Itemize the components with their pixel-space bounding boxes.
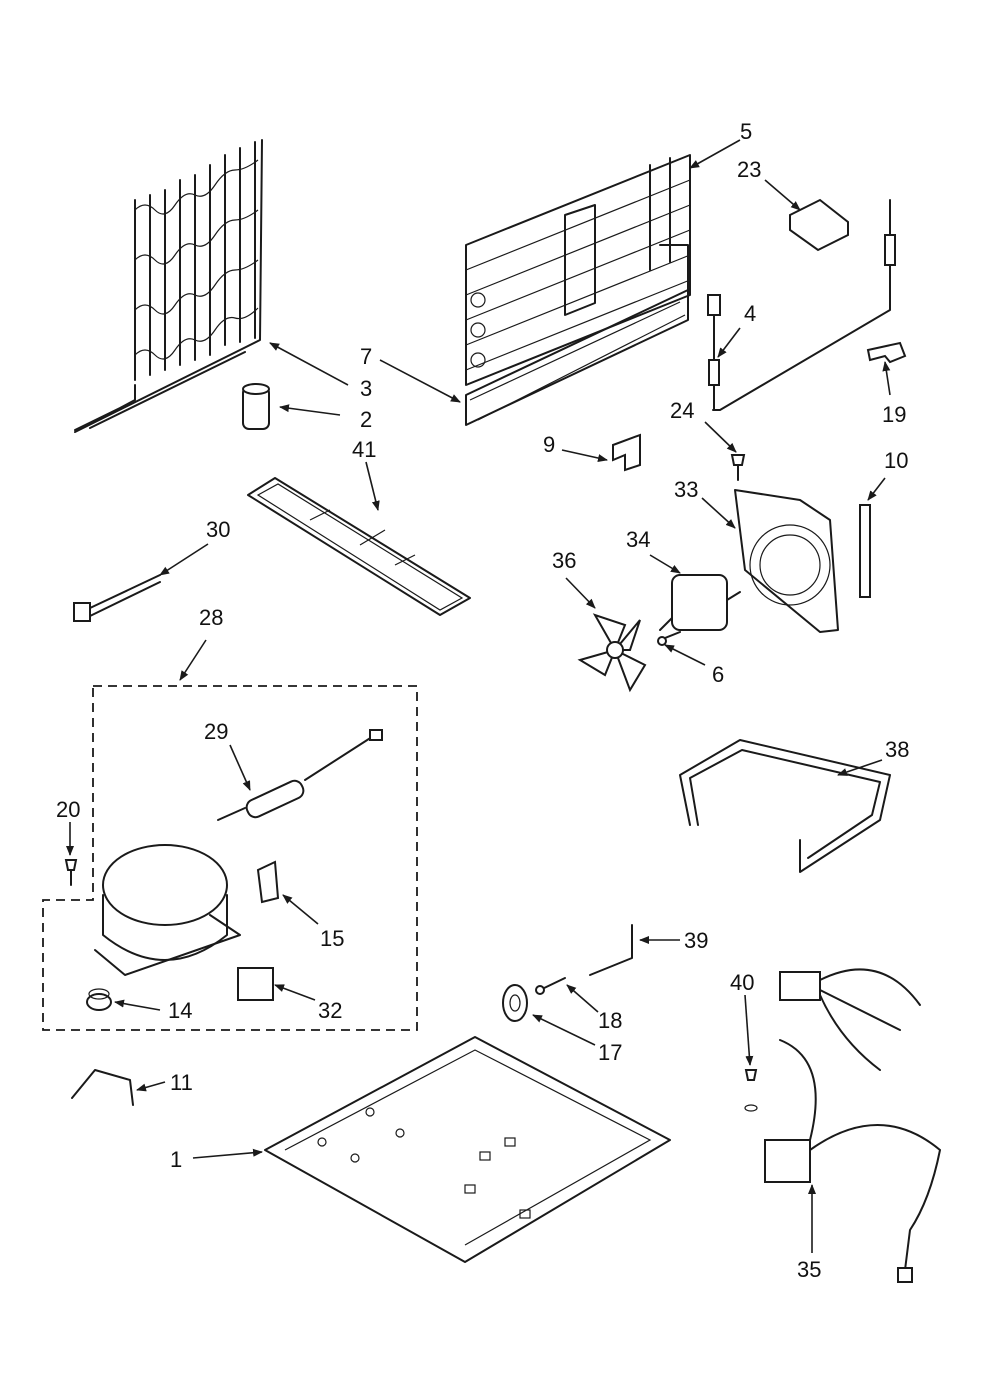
clip-part <box>866 341 907 364</box>
insulation-pad-part <box>789 198 849 252</box>
callout-17: 17 <box>598 1040 622 1065</box>
leader-lines <box>66 139 891 1253</box>
wire-harness-part <box>764 968 941 1283</box>
callout-41: 41 <box>352 437 376 462</box>
callout-6: 6 <box>712 662 724 687</box>
relay-part <box>256 860 280 904</box>
callout-39: 39 <box>684 928 708 953</box>
water-tube-part <box>679 739 891 873</box>
evaporator-coil-part <box>465 154 691 386</box>
fan-blade-part <box>577 613 647 693</box>
condenser-coil-part <box>74 139 263 433</box>
callout-15: 15 <box>320 926 344 951</box>
roller-screw-part <box>535 977 566 995</box>
callout-11: 11 <box>170 1070 193 1095</box>
motor-screw-part <box>657 631 681 646</box>
callout-30: 30 <box>206 517 230 542</box>
foam-strip-part <box>859 504 871 598</box>
callout-36: 36 <box>552 548 576 573</box>
callout-14: 14 <box>168 998 192 1023</box>
screw-part <box>730 454 746 481</box>
compressor-part <box>94 844 241 976</box>
callout-9: 9 <box>543 432 555 457</box>
compressor-kit-boundary <box>42 685 418 1031</box>
callout-4: 4 <box>744 301 756 326</box>
fan-motor-part <box>659 574 741 631</box>
callout-23: 23 <box>737 157 761 182</box>
callout-19: 19 <box>882 402 906 427</box>
callout-28: 28 <box>199 605 223 630</box>
drain-pan-part <box>247 477 471 616</box>
base-frame-part <box>264 1036 671 1263</box>
callout-3: 3 <box>360 376 372 401</box>
callout-10: 10 <box>884 448 908 473</box>
bracket-part <box>612 433 641 472</box>
spring-clip-part <box>71 1069 134 1106</box>
callout-labels: 1 2 3 4 5 6 7 9 10 11 14 15 17 18 19 20 … <box>56 119 909 1282</box>
fan-shroud-part <box>734 489 839 633</box>
grommet-part <box>86 988 112 1011</box>
callout-32: 32 <box>318 998 342 1023</box>
callout-5: 5 <box>740 119 752 144</box>
overload-part <box>237 967 274 1001</box>
callout-35: 35 <box>797 1257 821 1282</box>
harness-screw-part <box>744 1069 758 1112</box>
power-cord-part <box>73 574 161 622</box>
roller-part <box>502 984 528 1022</box>
cylinder-part <box>242 383 270 430</box>
callout-34: 34 <box>626 527 650 552</box>
callout-2: 2 <box>360 407 372 432</box>
callout-33: 33 <box>674 477 698 502</box>
callout-38: 38 <box>885 737 909 762</box>
callout-7: 7 <box>360 344 372 369</box>
compressor-screw-part <box>64 859 78 886</box>
pin-part <box>589 924 633 976</box>
drain-trough-part <box>465 244 689 426</box>
callout-40: 40 <box>730 970 754 995</box>
callout-1: 1 <box>170 1147 182 1172</box>
drier-part <box>217 729 383 821</box>
callout-24: 24 <box>670 398 694 423</box>
callout-20: 20 <box>56 797 80 822</box>
sensor-tube-part <box>707 199 896 411</box>
callout-18: 18 <box>598 1008 622 1033</box>
callout-29: 29 <box>204 719 228 744</box>
